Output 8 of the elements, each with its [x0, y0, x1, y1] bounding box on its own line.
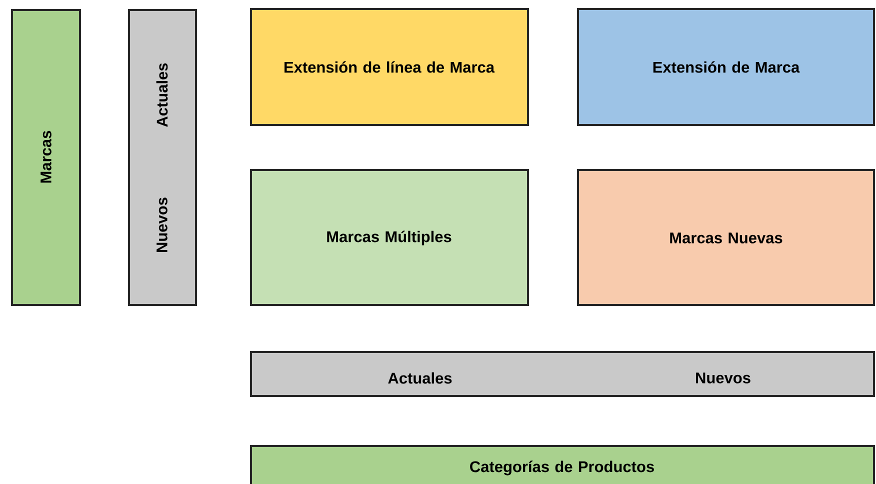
matrix-box: Categorías de Productos	[250, 445, 875, 484]
matrix-box: Marcas Múltiples	[250, 169, 529, 306]
matrix-box: Extensión de Marca	[577, 8, 875, 126]
matrix-box: Extensión de línea de Marca	[250, 8, 529, 126]
matrix-box: Actuales Nuevos	[128, 9, 197, 306]
matrix-box: Marcas	[11, 9, 81, 306]
matrix-box: Marcas Nuevas	[577, 169, 875, 306]
matrix-box: Actuales Nuevos	[250, 351, 875, 397]
